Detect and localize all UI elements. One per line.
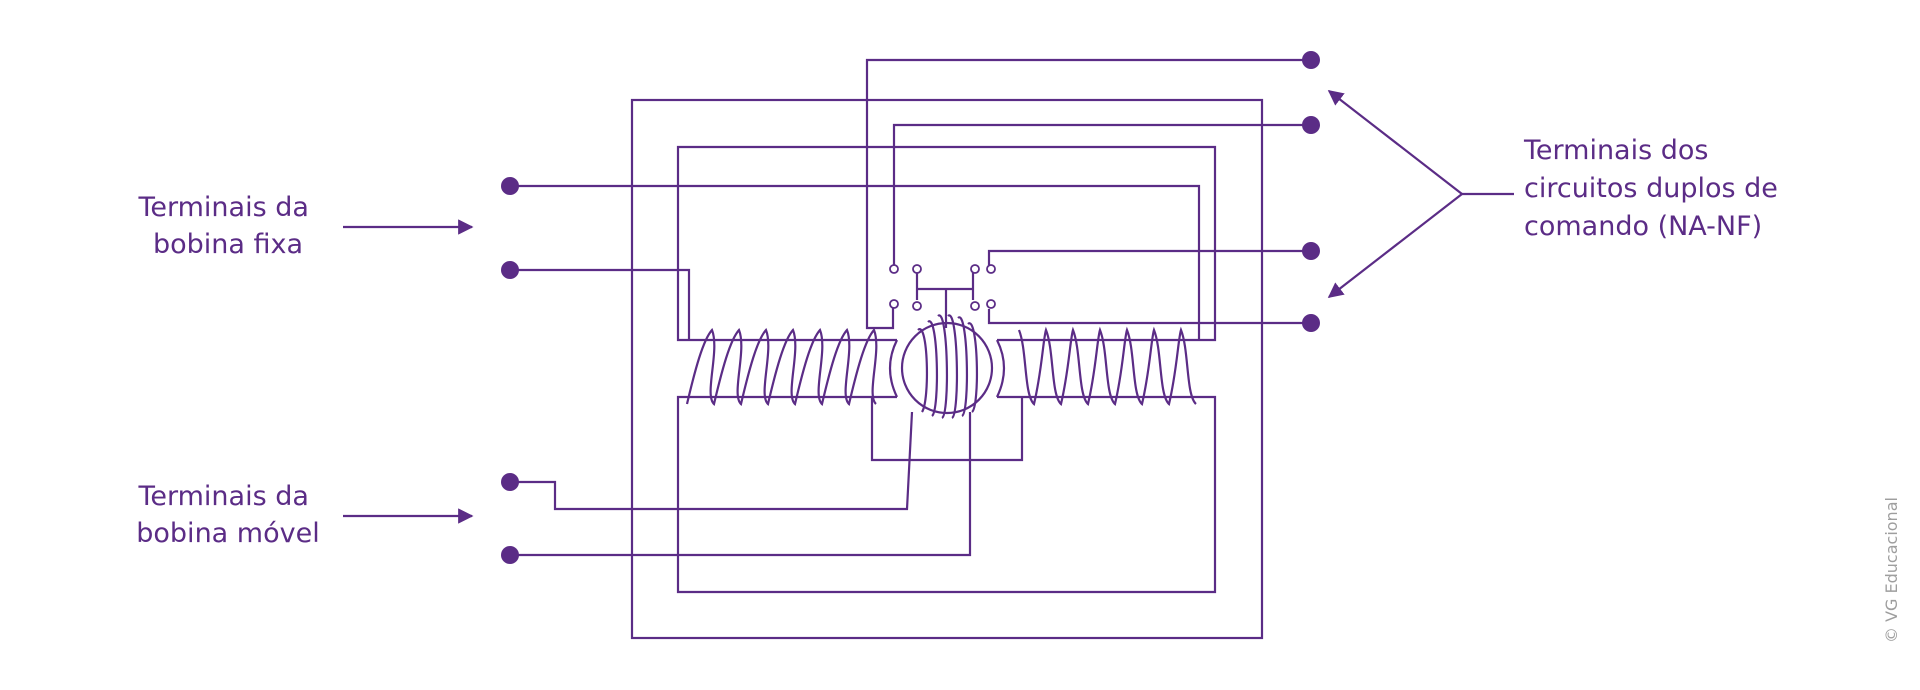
contact-point [986,264,996,274]
contact-point [912,301,922,311]
control-wire-1 [865,58,1311,330]
fixed-coil-lead-bottom [510,268,691,340]
circuit-terminal [1302,116,1320,134]
moving-coil-lead-bottom [510,412,972,557]
fixed-coil-lead-top [510,184,1201,340]
circuit-terminal [1302,51,1320,69]
fixed-coil-terminal [501,177,519,195]
outer-frame [630,98,1264,640]
moving-coil-terminal [501,473,519,491]
contact-point [889,264,899,274]
contact-point [912,264,922,274]
contact-point [986,299,996,309]
fixed-coil-terminal [501,261,519,279]
contact-point [889,299,899,309]
armature-bracket [870,397,1024,462]
control-wire-2 [892,123,1311,265]
contact-point [970,301,980,311]
left-fixed-coil [685,327,878,407]
control-wire-3 [987,249,1311,265]
moving-coil-label: Terminais da bobina móvel [136,481,319,549]
fixed-coil-label: Terminais da bobina fixa [137,192,317,260]
left-pole-face [888,339,898,398]
contact-linkage [915,270,975,328]
circuits-label: Terminais dos circuitos duplos de comand… [1523,135,1786,242]
circuits-arrow-up [1327,90,1463,195]
moving-coil [917,314,978,419]
circuit-terminal [1302,242,1320,260]
circuits-arrow-down [1327,193,1463,298]
copyright-credit: © VG Educacional [1882,497,1901,643]
right-pole-face [996,339,1006,398]
right-fixed-coil [1017,326,1197,407]
contact-point [970,264,980,274]
lower-core [676,395,1217,594]
control-wire-4 [987,309,1311,325]
moving-coil-lead-top [510,411,914,511]
circuit-terminal [1302,314,1320,332]
moving-coil-terminal [501,546,519,564]
